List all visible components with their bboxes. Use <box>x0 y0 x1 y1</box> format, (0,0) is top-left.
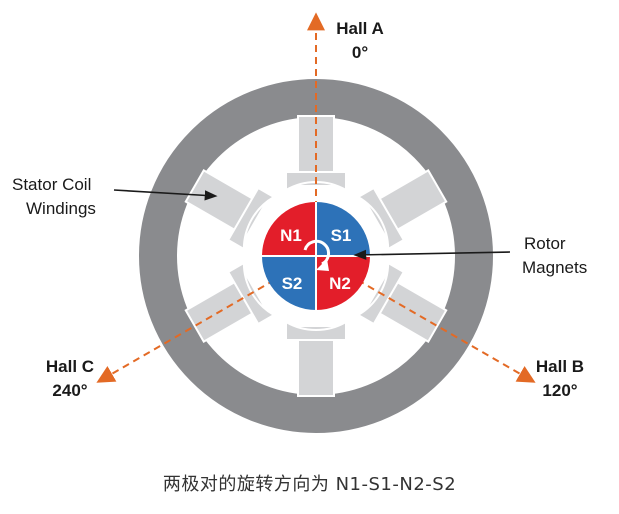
stator-callout-line2: Windings <box>26 199 96 218</box>
stator-poles <box>184 115 448 397</box>
hall-a-name: Hall A <box>336 19 384 38</box>
rotor-pole-label: S2 <box>282 274 303 293</box>
stator-callout-line1: Stator Coil <box>12 175 91 194</box>
hall-a-angle: 0° <box>352 43 368 62</box>
stator-pole <box>285 115 347 192</box>
rotor: N1 S1 N2 S2 <box>262 202 370 310</box>
hall-b-name: Hall B <box>536 357 584 376</box>
rotor-pole-n2 <box>316 256 370 310</box>
hall-c-name: Hall C <box>46 357 94 376</box>
rotor-pole-label: S1 <box>331 226 352 245</box>
diagram-caption: 两极对的旋转方向为 N1-S1-N2-S2 <box>162 474 457 495</box>
rotor-pole-n1 <box>262 202 316 256</box>
hall-c-angle: 240° <box>52 381 87 400</box>
rotor-leader-line <box>353 249 511 260</box>
rotor-pole-label: N1 <box>280 226 302 245</box>
clockwise-arrow-icon <box>303 239 331 271</box>
rotor-pole-label: N2 <box>329 274 351 293</box>
stator-pole <box>285 320 347 397</box>
rotor-pole-s1 <box>316 202 370 256</box>
hall-b-angle: 120° <box>542 381 577 400</box>
rotor-callout-line2: Magnets <box>522 258 587 277</box>
stator-pole <box>184 169 276 251</box>
stator-leader-line <box>113 189 218 201</box>
rotor-callout-line1: Rotor <box>524 234 566 253</box>
stator-pole <box>356 169 448 251</box>
rotor-pole-s2 <box>262 256 316 310</box>
